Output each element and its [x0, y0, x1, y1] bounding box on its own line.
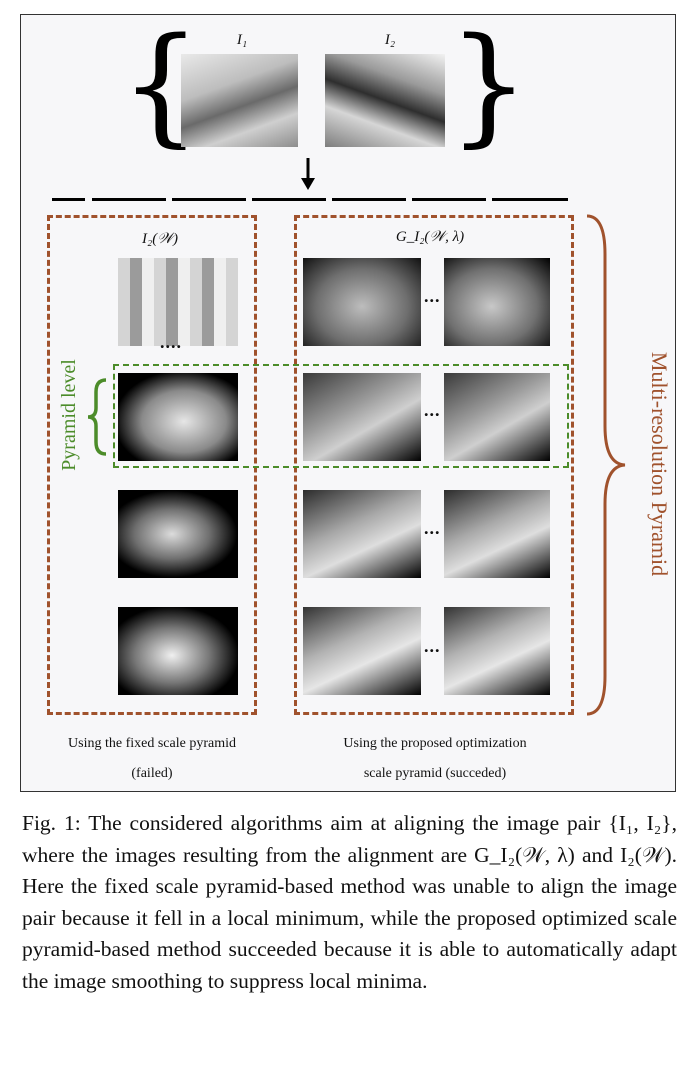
label-i1: I₁ [236, 32, 248, 48]
down-arrow-icon [301, 158, 315, 190]
right-level-2-image-b [444, 373, 550, 461]
separator-dash [172, 198, 246, 201]
figure-caption-text: Fig. 1: The considered algorithms aim at… [22, 811, 677, 993]
separator-dash [52, 198, 85, 201]
right-method-caption-line2: scale pyramid (succeded) [363, 766, 507, 781]
left-method-caption-line2: (failed) [131, 766, 173, 781]
separator-dash [92, 198, 166, 201]
left-level-1-ellipsis: .... [160, 332, 182, 352]
right-method-caption-line1: Using the proposed optimization [343, 736, 527, 751]
right-level-2-image-a [303, 373, 421, 461]
pyramid-level-box [113, 364, 569, 468]
separator-dash [332, 198, 406, 201]
right-level-4-image-a [303, 607, 421, 695]
left-method-caption-line1: Using the fixed scale pyramid [68, 736, 236, 751]
pyramid-level-label: Pyramid level [58, 359, 80, 471]
figure-caption: Fig. 1: The considered algorithms aim at… [22, 808, 677, 997]
fixed-pyramid-box [47, 215, 257, 715]
right-method-caption: Using the proposed optimization scale py… [285, 729, 585, 789]
right-level-2-ellipsis: ... [424, 400, 441, 420]
right-level-1-ellipsis: ... [424, 286, 441, 306]
left-level-1-image [118, 258, 238, 346]
right-level-1-image-b [444, 258, 550, 346]
left-method-caption: Using the fixed scale pyramid (failed) [20, 729, 284, 789]
separator-dash [412, 198, 486, 201]
right-level-4-image-b [444, 607, 550, 695]
left-level-3-image [118, 490, 238, 578]
brown-brace-icon [586, 214, 626, 716]
right-curly-brace: } [448, 11, 530, 160]
left-level-4-image [118, 607, 238, 695]
image-i1 [181, 54, 298, 147]
right-level-3-image-b [444, 490, 550, 578]
green-brace-icon [87, 378, 107, 456]
separator-dash [252, 198, 326, 201]
left-column-label: I₂(𝒲) [142, 231, 178, 247]
left-level-2-image [118, 373, 238, 461]
right-column-label: G_I₂(𝒲, λ) [395, 229, 465, 245]
separator-dash [492, 198, 568, 201]
optimized-pyramid-box [294, 215, 574, 715]
right-level-1-image-a [303, 258, 421, 346]
multi-resolution-label: Multi-resolution Pyramid [647, 351, 672, 577]
image-i2 [325, 54, 445, 147]
right-level-4-ellipsis: ... [424, 636, 441, 656]
right-level-3-ellipsis: ... [424, 518, 441, 538]
right-level-3-image-a [303, 490, 421, 578]
label-i2: I₂ [384, 32, 396, 48]
